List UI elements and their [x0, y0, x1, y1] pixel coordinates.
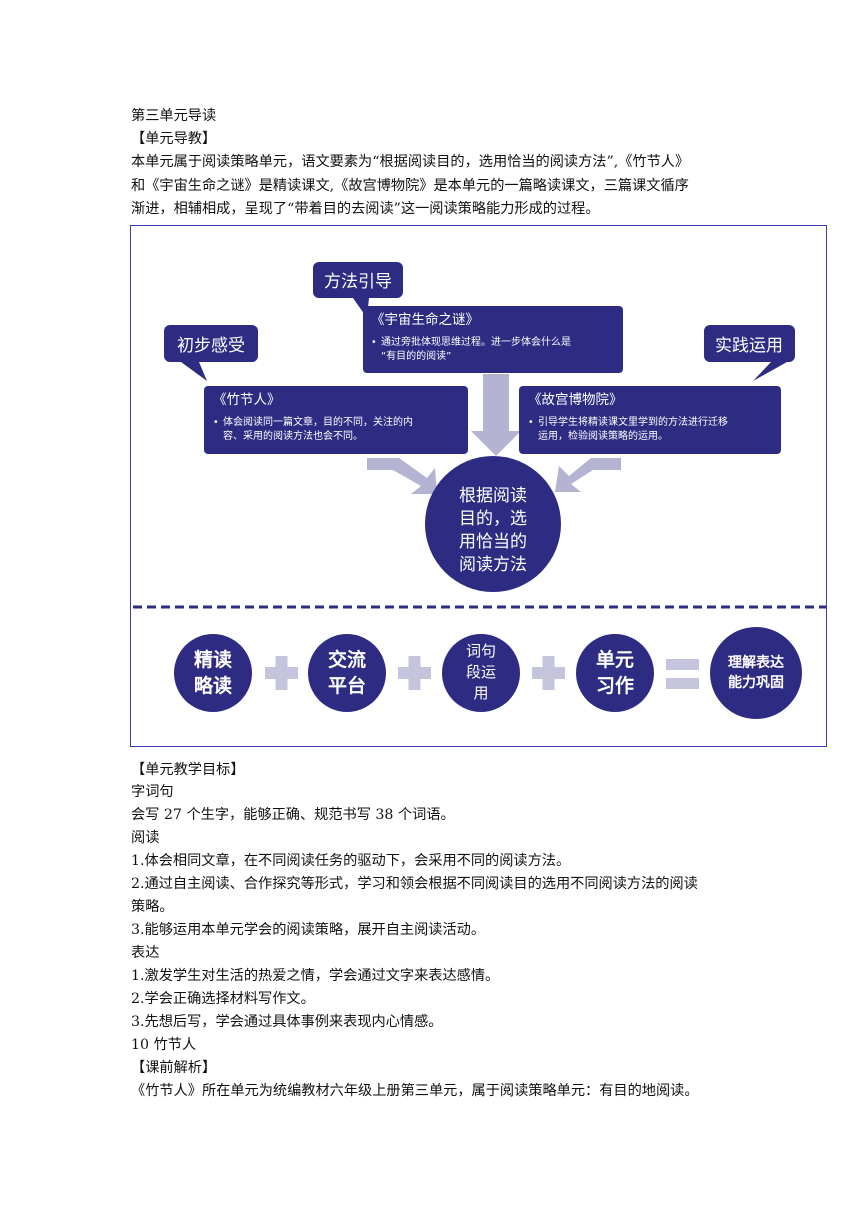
circle-consolidation: 理解表达 能力巩固	[710, 627, 802, 719]
svg-text:习作: 习作	[596, 674, 634, 697]
svg-text:•: •	[528, 417, 534, 428]
callout-practice: 实践运用	[704, 325, 795, 381]
callout-initial: 初步感受	[164, 325, 258, 381]
svg-text:用恰当的: 用恰当的	[459, 532, 527, 552]
svg-text:实践运用: 实践运用	[715, 336, 783, 356]
circle-intensive-reading: 精读 略读	[174, 634, 252, 712]
circle-exchange-platform: 交流 平台	[308, 634, 386, 712]
svg-text:平台: 平台	[328, 674, 366, 697]
box-universe: 《宇宙生命之谜》 • 通过旁批体现思维过程。进一步体会什么是 “有目的的阅读”	[363, 306, 623, 373]
svg-text:用: 用	[473, 684, 488, 702]
paragraph-line: 3.先想后写，学会通过具体事例来表现内心情感。	[131, 1014, 443, 1030]
lesson-title: 10 竹节人	[131, 1037, 197, 1053]
plus-icon	[265, 656, 298, 690]
svg-text:能力巩固: 能力巩固	[728, 674, 784, 691]
svg-text:词句: 词句	[466, 642, 496, 660]
center-goal-circle: 根据阅读 目的，选 用恰当的 阅读方法	[425, 456, 561, 592]
section-title: 第三单元导读	[131, 108, 217, 124]
unit-diagram: 方法引导 初步感受 实践运用 《宇宙生命之谜》 • 通过旁批体现思维过程。进一步…	[130, 225, 827, 747]
arrow-right	[555, 458, 621, 492]
svg-text:•: •	[371, 337, 377, 348]
diagram-svg: 方法引导 初步感受 实践运用 《宇宙生命之谜》 • 通过旁批体现思维过程。进一步…	[133, 262, 826, 719]
svg-text:精读: 精读	[194, 648, 232, 671]
paragraph-line: 2.通过自主阅读、合作探究等形式，学习和领会根据不同阅读目的选用不同阅读方法的阅…	[131, 876, 698, 892]
section-heading-goals: 【单元教学目标】	[131, 762, 245, 778]
svg-text:容、采用的阅读方法也会不同。: 容、采用的阅读方法也会不同。	[223, 429, 363, 442]
svg-text:通过旁批体现思维过程。进一步体会什么是: 通过旁批体现思维过程。进一步体会什么是	[381, 335, 571, 348]
section-heading-guide: 【单元导教】	[131, 131, 217, 147]
box-palace: 《故宫博物院》 • 引导学生将精读课文里学到的方法进行迁移 运用，检验阅读策略的…	[519, 386, 781, 454]
svg-text:单元: 单元	[596, 648, 634, 671]
svg-text:引导学生将精读课文里学到的方法进行迁移: 引导学生将精读课文里学到的方法进行迁移	[538, 415, 728, 428]
paragraph-line: 策略。	[131, 899, 174, 915]
svg-text:《宇宙生命之谜》: 《宇宙生命之谜》	[371, 311, 479, 328]
callout-method: 方法引导	[313, 262, 403, 318]
svg-text:方法引导: 方法引导	[324, 272, 392, 292]
box-bamboo: 《竹节人》 • 体会阅读同一篇文章，目的不同，关注的内 容、采用的阅读方法也会不…	[204, 386, 468, 454]
svg-text:略读: 略读	[194, 674, 232, 697]
svg-text:根据阅读: 根据阅读	[459, 486, 527, 506]
paragraph-line: 渐进，相辅相成，呈现了“带着目的去阅读”这一阅读策略能力形成的过程。	[131, 201, 600, 217]
svg-text:初步感受: 初步感受	[177, 336, 245, 356]
arrow-middle	[471, 374, 521, 456]
svg-text:体会阅读同一篇文章，目的不同，关注的内: 体会阅读同一篇文章，目的不同，关注的内	[223, 415, 413, 428]
svg-text:阅读方法: 阅读方法	[459, 555, 527, 575]
paragraph-line: 和《宇宙生命之谜》是精读课文,《故宫博物院》是本单元的一篇略读课文，三篇课文循序	[131, 178, 689, 194]
paragraph-line: 1.体会相同文章，在不同阅读任务的驱动下，会采用不同的阅读方法。	[131, 853, 571, 869]
paragraph-line: 本单元属于阅读策略单元，语文要素为“根据阅读目的，选用恰当的阅读方法”,《竹节人…	[131, 154, 690, 170]
svg-text:运用，检验阅读策略的运用。: 运用，检验阅读策略的运用。	[538, 429, 668, 442]
plus-icon	[532, 656, 565, 690]
svg-text:目的，选: 目的，选	[459, 509, 527, 529]
paragraph-line: 1.激发学生对生活的热爱之情，学会通过文字来表达感情。	[131, 968, 500, 984]
paragraph-line: 《竹节人》所在单元为统编教材六年级上册第三单元，属于阅读策略单元：有目的地阅读。	[131, 1083, 699, 1099]
plus-icon	[398, 656, 431, 690]
svg-text:《故宫博物院》: 《故宫博物院》	[528, 391, 623, 408]
svg-text:《竹节人》: 《竹节人》	[213, 392, 281, 408]
paragraph-line: 3.能够运用本单元学会的阅读策略，展开自主阅读活动。	[131, 922, 486, 938]
svg-text:交流: 交流	[328, 648, 366, 671]
paragraph-line: 会写 27 个生字，能够正确、规范书写 38 个词语。	[131, 807, 455, 823]
circle-unit-writing: 单元 习作	[576, 634, 654, 712]
paragraph-line: 2.学会正确选择材料写作文。	[131, 991, 315, 1007]
section-heading-analysis: 【课前解析】	[131, 1060, 217, 1076]
subheading: 表达	[131, 945, 160, 961]
subheading: 阅读	[131, 830, 160, 846]
svg-text:•: •	[213, 417, 219, 428]
subheading: 字词句	[131, 784, 174, 800]
svg-text:理解表达: 理解表达	[728, 654, 784, 671]
svg-text:“有目的的阅读”: “有目的的阅读”	[381, 349, 451, 362]
svg-text:段运: 段运	[466, 663, 496, 681]
arrow-left	[367, 458, 437, 494]
circle-word-application: 词句 段运 用	[442, 634, 520, 712]
equals-icon	[666, 659, 699, 689]
